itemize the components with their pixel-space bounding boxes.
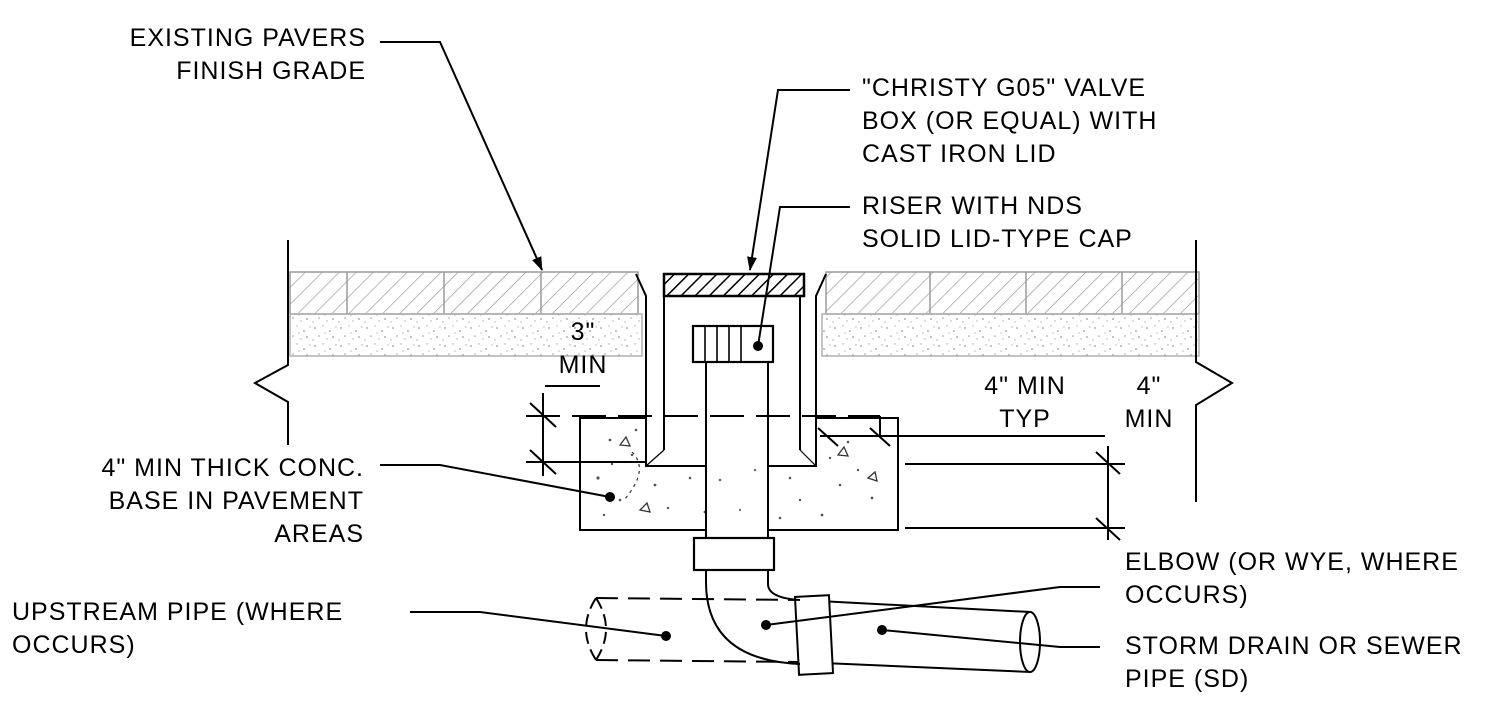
label-line: 4" MIN THICK CONC. bbox=[101, 454, 364, 482]
storm-drain-pipe bbox=[793, 594, 1041, 676]
label-line: EXISTING PAVERS bbox=[129, 24, 366, 52]
pipe-coupling bbox=[692, 536, 776, 572]
label-line: BASE IN PAVEMENT bbox=[108, 487, 364, 515]
cast-iron-lid bbox=[662, 272, 806, 298]
label-conc-base: 4" MIN THICK CONC. BASE IN PAVEMENT AREA… bbox=[101, 452, 364, 551]
riser-pipe bbox=[691, 324, 775, 539]
break-lines bbox=[252, 240, 1234, 502]
label-line: 4" bbox=[1136, 372, 1162, 400]
label-line: OCCURS) bbox=[1125, 581, 1249, 609]
label-line: MIN bbox=[558, 351, 608, 379]
label-line: UPSTREAM PIPE (WHERE bbox=[12, 598, 344, 626]
label-dim-3-min: 3" MIN bbox=[548, 316, 618, 382]
paver-layer bbox=[289, 271, 1200, 315]
leader-lines bbox=[380, 41, 1100, 648]
label-line: TYP bbox=[999, 405, 1051, 433]
label-line: RISER WITH NDS bbox=[862, 192, 1083, 220]
upstream-pipe bbox=[585, 597, 801, 663]
label-line: BOX (OR EQUAL) WITH bbox=[862, 107, 1158, 135]
label-line: CAST IRON LID bbox=[862, 140, 1057, 168]
label-line: AREAS bbox=[274, 520, 364, 548]
label-line: SOLID LID-TYPE CAP bbox=[862, 225, 1133, 253]
label-line: STORM DRAIN OR SEWER bbox=[1125, 632, 1463, 660]
label-dim-4-min-typ: 4" MIN TYP bbox=[960, 370, 1090, 436]
leader-dots bbox=[605, 341, 887, 641]
label-line: OCCURS) bbox=[12, 631, 136, 659]
dimension-lines bbox=[526, 385, 1125, 541]
label-riser: RISER WITH NDS SOLID LID-TYPE CAP bbox=[862, 190, 1133, 256]
label-line: 4" MIN bbox=[984, 372, 1066, 400]
elbow-fitting bbox=[705, 570, 801, 665]
label-line: ELBOW (OR WYE, WHERE bbox=[1125, 548, 1459, 576]
label-upstream-pipe: UPSTREAM PIPE (WHERE OCCURS) bbox=[12, 596, 343, 662]
label-line: "CHRISTY G05" VALVE bbox=[862, 74, 1147, 102]
label-line: MIN bbox=[1124, 405, 1174, 433]
label-line: 3" bbox=[570, 318, 596, 346]
label-storm-drain: STORM DRAIN OR SEWER PIPE (SD) bbox=[1125, 630, 1463, 696]
sand-bedding-layer bbox=[289, 313, 1200, 357]
label-dim-4-min: 4" MIN bbox=[1114, 370, 1184, 436]
label-line: FINISH GRADE bbox=[176, 57, 366, 85]
label-valve-box: "CHRISTY G05" VALVE BOX (OR EQUAL) WITH … bbox=[862, 72, 1157, 171]
label-existing-pavers: EXISTING PAVERS FINISH GRADE bbox=[130, 22, 366, 88]
label-elbow: ELBOW (OR WYE, WHERE OCCURS) bbox=[1125, 546, 1459, 612]
label-line: PIPE (SD) bbox=[1125, 665, 1250, 693]
